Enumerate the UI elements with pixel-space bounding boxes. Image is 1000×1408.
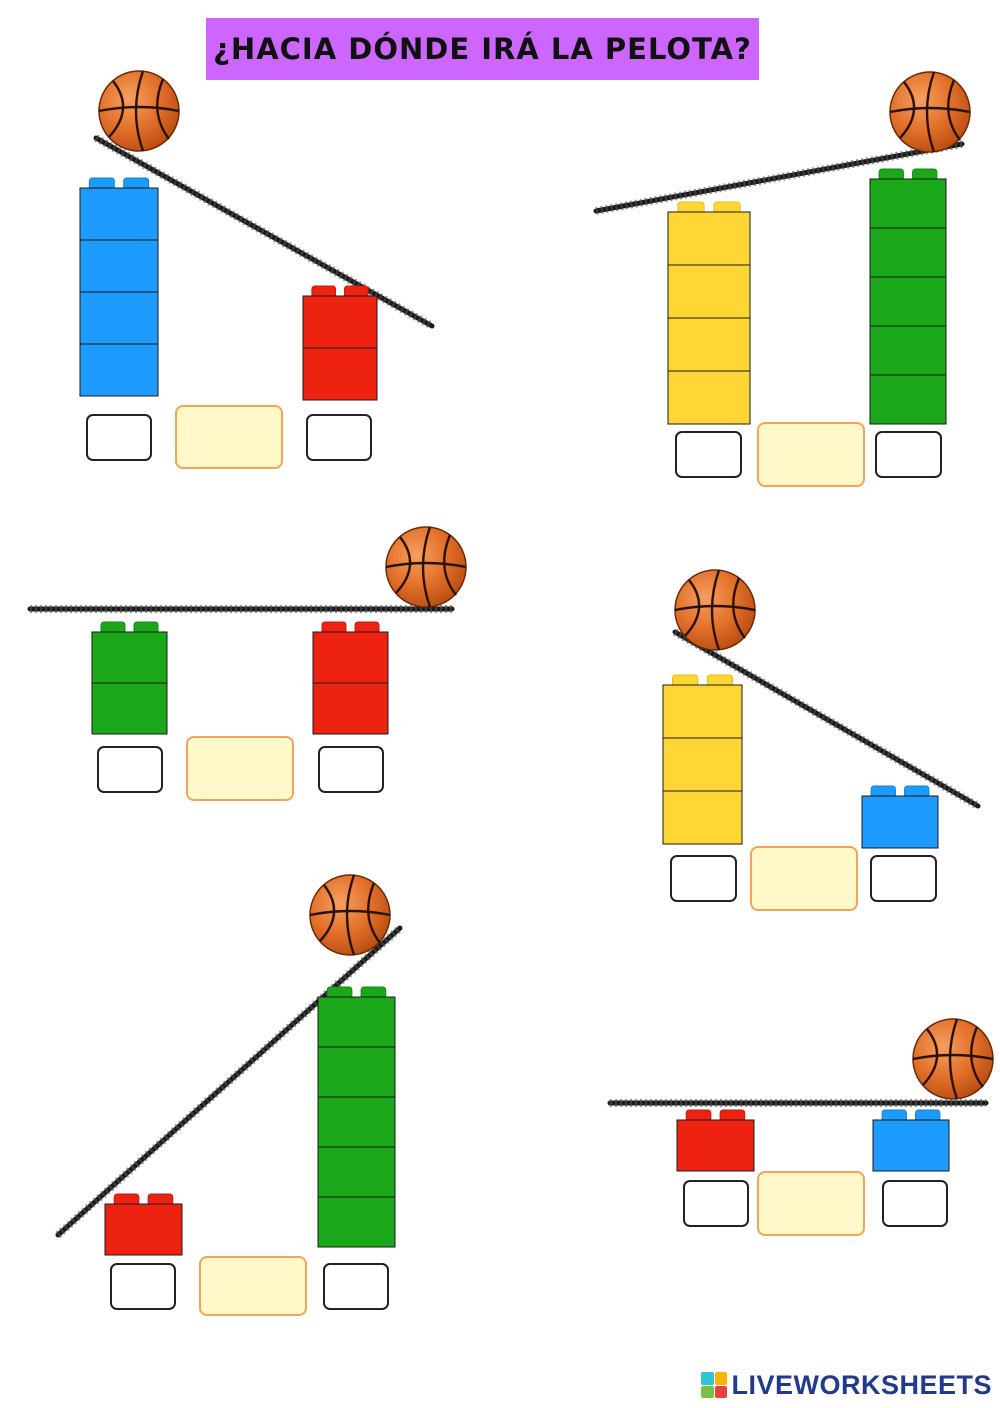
tower-block xyxy=(872,1119,950,1172)
tower-right-2 xyxy=(869,168,947,425)
count-box-right-4[interactable] xyxy=(870,855,937,902)
tower-block xyxy=(869,227,947,278)
count-box-left-1[interactable] xyxy=(86,414,152,461)
tower-block xyxy=(869,178,947,229)
tower-left-1 xyxy=(79,177,159,397)
count-box-right-1[interactable] xyxy=(306,414,372,461)
tower-left-2 xyxy=(667,201,751,425)
tower-block xyxy=(79,343,159,397)
tower-block xyxy=(667,370,751,425)
count-box-right-6[interactable] xyxy=(882,1180,948,1227)
page-title: ¿HACIA DÓNDE IRÁ LA PELOTA? xyxy=(206,18,759,80)
tower-right-1 xyxy=(302,285,378,401)
plank-4 xyxy=(672,628,981,810)
tower-block xyxy=(317,1046,396,1098)
tower-block xyxy=(312,682,389,735)
tower-block xyxy=(662,737,743,792)
tower-block xyxy=(667,317,751,372)
tower-left-4 xyxy=(662,674,743,845)
count-box-right-3[interactable] xyxy=(318,746,384,793)
tower-block xyxy=(312,631,389,684)
tower-left-5 xyxy=(104,1193,183,1256)
tower-block xyxy=(302,347,378,401)
basketball-icon xyxy=(309,874,391,956)
tower-left-6 xyxy=(676,1109,755,1172)
tower-block xyxy=(91,682,168,735)
tower-left-3 xyxy=(91,621,168,735)
count-box-left-2[interactable] xyxy=(675,431,742,478)
basketball-icon xyxy=(385,526,467,608)
logo-text: LIVEWORKSHEETS xyxy=(731,1369,992,1400)
tower-right-6 xyxy=(872,1109,950,1172)
tower-block xyxy=(79,187,159,241)
answer-box-5[interactable] xyxy=(199,1256,307,1316)
basketball-icon xyxy=(674,569,756,651)
plank-texture xyxy=(595,140,963,215)
count-box-right-2[interactable] xyxy=(875,431,942,478)
tower-right-3 xyxy=(312,621,389,735)
tower-block xyxy=(317,1146,396,1198)
answer-box-3[interactable] xyxy=(186,736,294,801)
plank-5 xyxy=(55,925,403,1238)
answer-box-4[interactable] xyxy=(750,846,858,911)
tower-block xyxy=(79,239,159,293)
answer-box-1[interactable] xyxy=(175,405,283,469)
plank-texture xyxy=(94,134,434,330)
tower-block xyxy=(79,291,159,345)
answer-box-6[interactable] xyxy=(757,1171,865,1236)
tower-block xyxy=(869,325,947,376)
plank-texture xyxy=(55,925,403,1238)
liveworksheets-logo-icon xyxy=(701,1372,728,1398)
count-box-left-4[interactable] xyxy=(670,855,737,902)
tower-block xyxy=(869,276,947,327)
tower-block xyxy=(317,996,396,1048)
basketball-icon xyxy=(889,71,971,153)
liveworksheets-logo: LIVEWORKSHEETS xyxy=(701,1370,992,1400)
tower-block xyxy=(869,374,947,425)
tower-block xyxy=(104,1203,183,1256)
count-box-left-6[interactable] xyxy=(683,1180,749,1227)
count-box-left-5[interactable] xyxy=(110,1263,176,1310)
tower-block xyxy=(667,264,751,319)
tower-right-5 xyxy=(317,986,396,1248)
plank-2 xyxy=(593,140,965,215)
basketball-icon xyxy=(912,1018,994,1100)
tower-block xyxy=(861,795,939,849)
tower-block xyxy=(662,790,743,845)
plank-texture xyxy=(673,628,980,810)
tower-block xyxy=(91,631,168,684)
tower-block xyxy=(667,211,751,266)
count-box-right-5[interactable] xyxy=(323,1263,389,1310)
tower-block xyxy=(662,684,743,739)
tower-block xyxy=(302,295,378,349)
tower-right-4 xyxy=(861,785,939,849)
answer-box-2[interactable] xyxy=(757,422,865,487)
plank-1 xyxy=(93,134,435,330)
basketball-icon xyxy=(98,70,180,152)
tower-block xyxy=(317,1096,396,1148)
tower-block xyxy=(676,1119,755,1172)
count-box-left-3[interactable] xyxy=(97,746,163,793)
tower-block xyxy=(317,1196,396,1248)
